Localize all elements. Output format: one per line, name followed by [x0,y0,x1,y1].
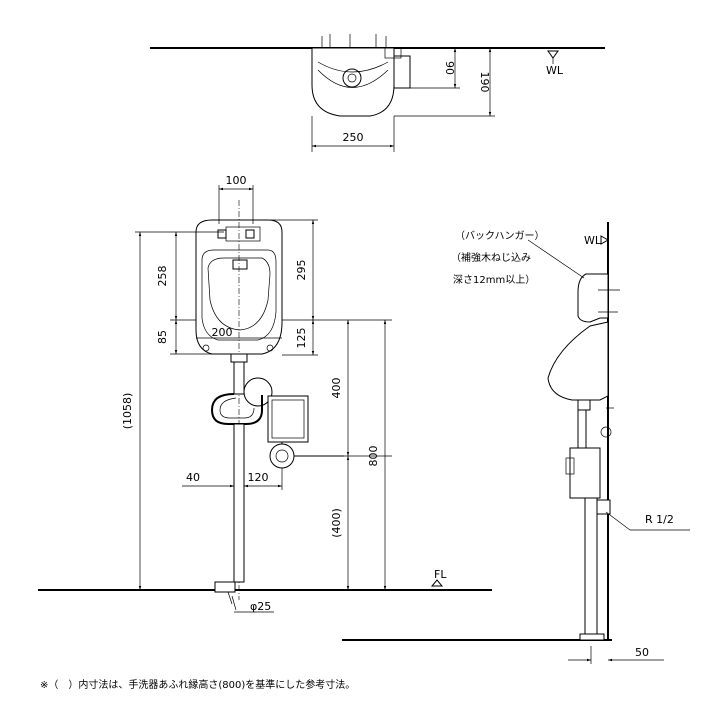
valve-box-side [569,447,601,499]
side-view: WL （バックハンガー） （補強木ねじ込み 深さ12mm以上） R 1/2 50 [342,222,690,664]
footnote: ※（ ）内寸法は、手洗器あふれ縁高さ(800)を基準にした参考寸法。 [40,678,355,691]
fl-label: FL [434,568,447,581]
valve-box [267,395,309,443]
faucet-side [577,273,609,323]
dim-90: 90 [443,61,456,75]
dim-120: 120 [248,471,269,484]
thread-label: R 1/2 [645,513,674,526]
front-view: 100 258 85 (1058) 200 295 125 400 (400) … [38,174,492,613]
dim-125: 125 [295,328,308,349]
stop-valve-side [595,499,611,515]
wl-label-side: WL [584,234,602,247]
drain-plan [342,68,362,88]
dim-85: 85 [156,330,169,344]
drain-pipe [233,423,245,583]
floor-flange [214,581,236,593]
wl-marker-top [547,50,559,59]
stop-valve-front [269,443,295,469]
valve-plan [393,55,411,89]
fl-marker [430,579,444,587]
wl-label-top: WL [546,64,564,77]
dim-400-ref: (400) [330,508,343,538]
dim-40: 40 [186,471,200,484]
basin-side-outline [547,321,609,401]
spout-front [232,259,248,270]
dim-pipe-diameter: φ25 [250,600,271,613]
dim-100: 100 [226,174,247,187]
dim-295: 295 [295,260,308,281]
dim-800: 800 [367,446,380,467]
dim-1058: (1058) [121,393,134,430]
dim-200: 200 [212,326,233,339]
hanger-label-1: （バックハンガー） [455,230,545,242]
hanger-label-3: 深さ12mm以上） [453,274,535,286]
hanger-label-2: （補強木ねじ込み [451,251,531,264]
dim-258: 258 [156,266,169,287]
dim-50: 50 [635,646,649,659]
dim-190: 190 [478,72,491,93]
dim-400: 400 [330,378,343,399]
top-view: 90 190 250 WL [150,34,605,152]
dim-250: 250 [343,131,364,144]
drain-pipe-side [584,497,598,641]
